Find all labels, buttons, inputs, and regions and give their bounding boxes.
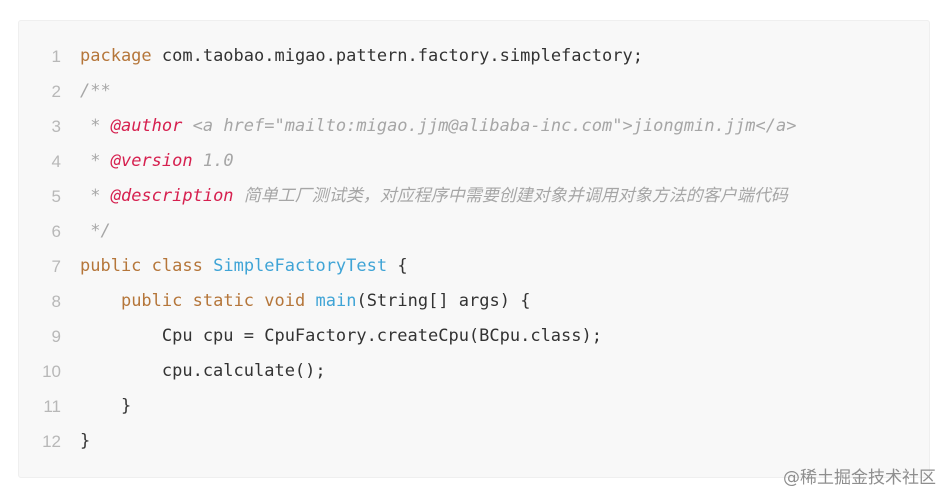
code-block: 1 package com.taobao.migao.pattern.factor… bbox=[18, 20, 930, 478]
line-content: /** bbox=[80, 74, 111, 109]
line-content: } bbox=[80, 389, 131, 424]
code-line: 9 Cpu cpu = CpuFactory.createCpu(BCpu.cl… bbox=[19, 319, 929, 354]
line-content: package com.taobao.migao.pattern.factory… bbox=[80, 39, 643, 74]
code-token bbox=[254, 291, 264, 311]
code-token: /** bbox=[80, 81, 111, 101]
line-content: cpu.calculate(); bbox=[80, 354, 326, 389]
code-token: main bbox=[315, 291, 357, 311]
line-content: * @version 1.0 bbox=[80, 144, 234, 179]
line-number: 5 bbox=[51, 187, 61, 206]
line-number: 6 bbox=[51, 222, 61, 241]
line-content: } bbox=[80, 424, 90, 459]
line-number: 3 bbox=[51, 117, 61, 136]
code-line: 8 public static void main(String[] args)… bbox=[19, 284, 929, 319]
code-token: public bbox=[80, 256, 142, 276]
code-token: cpu.calculate(); bbox=[80, 361, 326, 381]
line-content: */ bbox=[80, 214, 111, 249]
code-token: void bbox=[264, 291, 306, 311]
line-content: Cpu cpu = CpuFactory.createCpu(BCpu.clas… bbox=[80, 319, 602, 354]
code-token: { bbox=[387, 256, 408, 276]
code-token bbox=[80, 291, 121, 311]
line-number: 9 bbox=[51, 327, 61, 346]
watermark: @稀土掘金技术社区 bbox=[783, 468, 936, 488]
code-line: 1 package com.taobao.migao.pattern.factor… bbox=[19, 39, 929, 74]
code-line: 10 cpu.calculate(); bbox=[19, 354, 929, 389]
code-token: * bbox=[80, 186, 111, 206]
code-line: 7 public class SimpleFactoryTest { bbox=[19, 249, 929, 284]
code-token: * bbox=[80, 116, 111, 136]
code-token: <a href="mailto:migao.jjm@alibaba-inc.co… bbox=[182, 116, 797, 136]
line-content: public class SimpleFactoryTest { bbox=[80, 249, 408, 284]
code-token: } bbox=[80, 431, 91, 451]
code-token: */ bbox=[80, 221, 111, 241]
code-token: static bbox=[192, 291, 255, 311]
code-token: package bbox=[80, 46, 152, 66]
line-content: public static void main(String[] args) { bbox=[80, 284, 531, 319]
code-line: 5 * @description 简单工厂测试类，对应程序中需要创建对象并调用对… bbox=[19, 179, 929, 214]
code-token: } bbox=[80, 396, 132, 416]
line-number: 11 bbox=[43, 397, 61, 416]
code-token: @description bbox=[110, 186, 234, 206]
code-line: 11 } bbox=[19, 389, 929, 424]
code-token: 简单工厂测试类，对应程序中需要创建对象并调用对象方法的客户端代码 bbox=[233, 186, 788, 206]
code-line: 6 */ bbox=[19, 214, 929, 249]
code-token bbox=[203, 256, 213, 276]
line-content: * @description 简单工厂测试类，对应程序中需要创建对象并调用对象方… bbox=[80, 179, 788, 214]
code-token: com.taobao.migao.pattern.factory.simplef… bbox=[151, 46, 643, 66]
code-token: @version bbox=[110, 151, 193, 171]
code-token bbox=[141, 256, 151, 276]
code-token bbox=[182, 291, 192, 311]
code-token: Cpu cpu = CpuFactory.createCpu(BCpu.clas… bbox=[80, 326, 602, 346]
code-token: public bbox=[120, 291, 183, 311]
code-line: 12} bbox=[19, 424, 929, 459]
line-number: 7 bbox=[51, 257, 61, 276]
line-number: 1 bbox=[51, 47, 61, 66]
code-token: class bbox=[151, 256, 203, 276]
code-token bbox=[305, 291, 315, 311]
line-number: 12 bbox=[42, 432, 61, 451]
code-token: 1.0 bbox=[192, 151, 234, 171]
code-token: @author bbox=[110, 116, 183, 136]
code-line: 2 /** bbox=[19, 74, 929, 109]
code-line: 3 * @author <a href="mailto:migao.jjm@al… bbox=[19, 109, 929, 144]
line-number: 8 bbox=[51, 292, 61, 311]
line-content: * @author <a href="mailto:migao.jjm@alib… bbox=[80, 109, 796, 144]
line-number: 2 bbox=[51, 82, 61, 101]
code-token: SimpleFactoryTest bbox=[213, 256, 388, 276]
code-line: 4 * @version 1.0 bbox=[19, 144, 929, 179]
line-number: 10 bbox=[42, 362, 61, 381]
code-token: * bbox=[80, 151, 111, 171]
line-number: 4 bbox=[51, 152, 61, 171]
code-token: (String[] args) { bbox=[356, 291, 531, 311]
